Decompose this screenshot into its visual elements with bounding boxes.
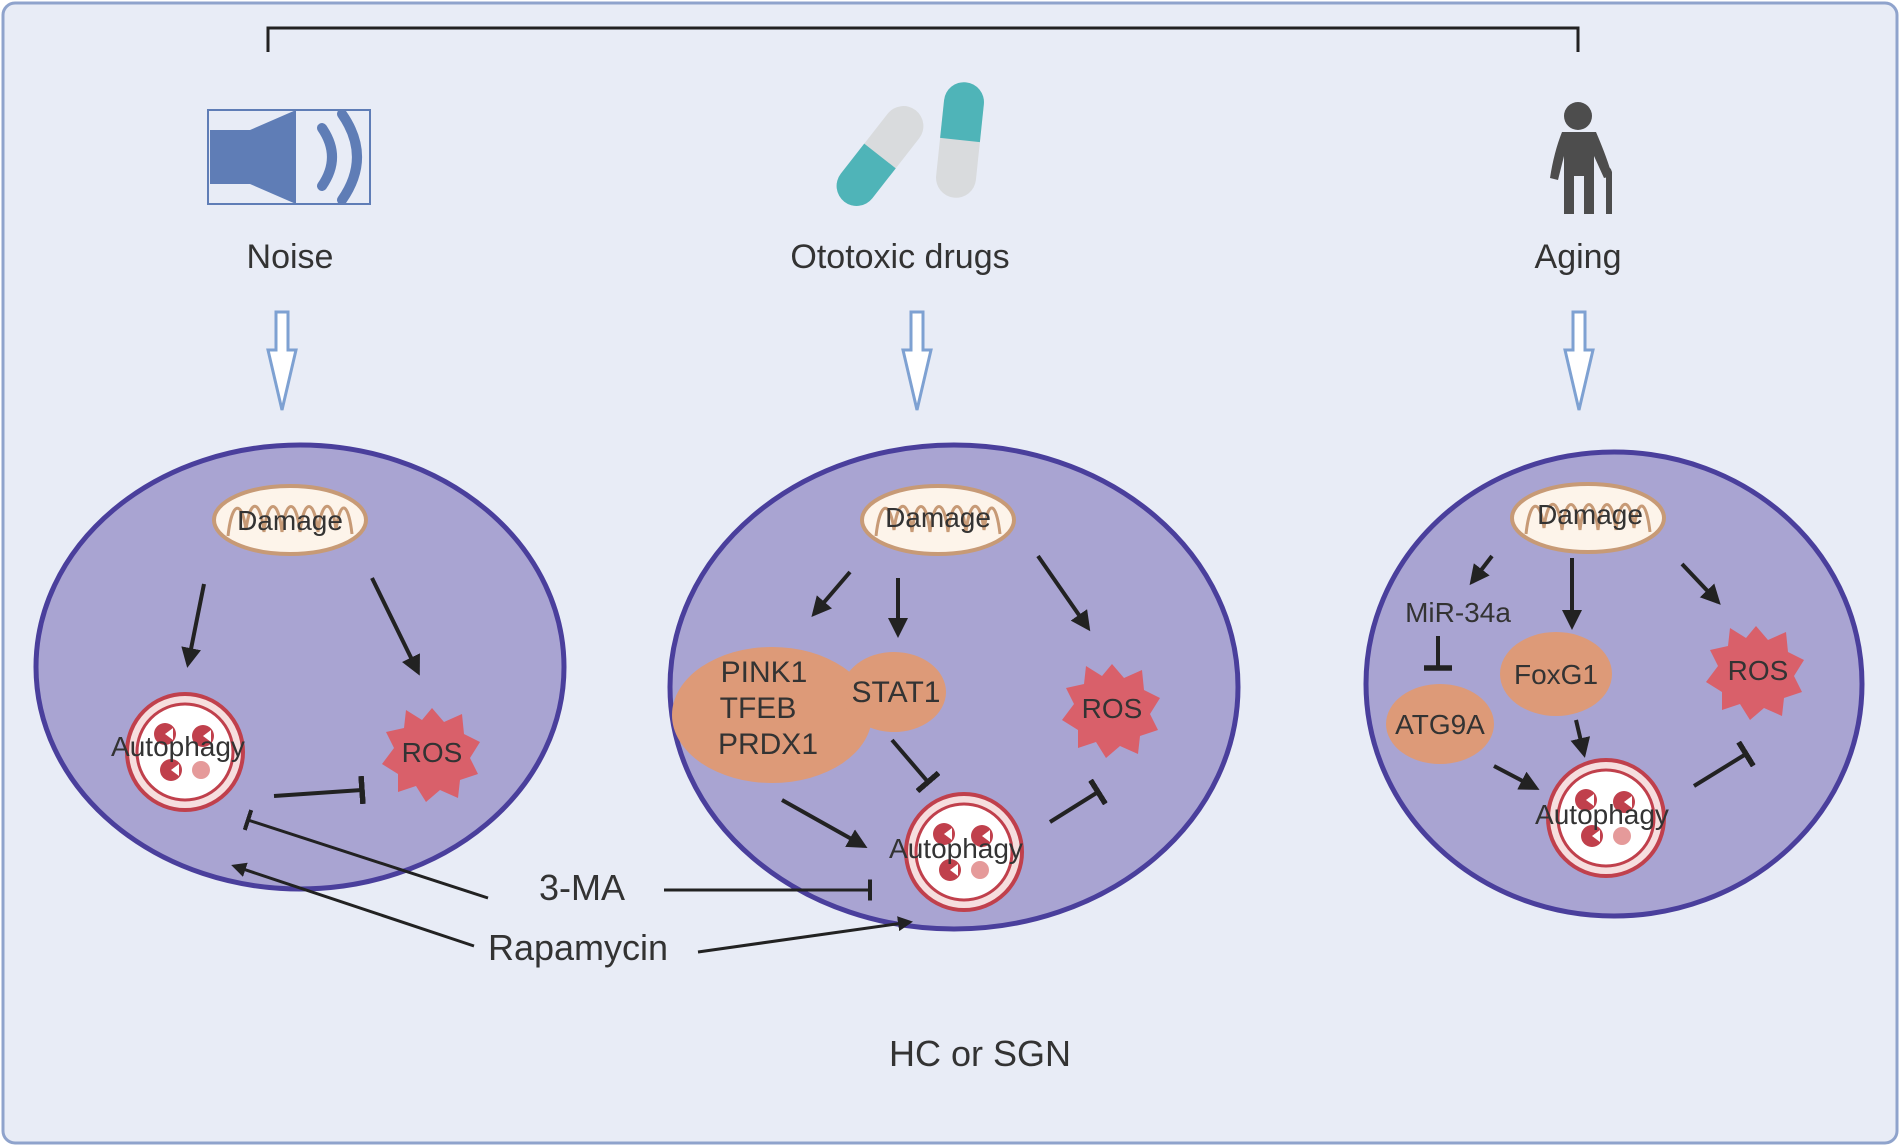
cell-type-label: HC or SGN: [889, 1033, 1071, 1074]
elderly-person-icon: [1550, 102, 1612, 214]
protein-node-atg9a: [1386, 684, 1494, 764]
inhibit-3ma-autophagy-1: [242, 809, 489, 900]
top-bracket: [266, 26, 1580, 52]
inhibit-stat1-autophagy: [890, 738, 941, 794]
drug-label-3ma: 3-MA: [539, 867, 625, 908]
cause-label-noise: Noise: [247, 238, 334, 276]
autophagy-label-1: Autophagy: [111, 731, 245, 762]
arrow-rapamycin-autophagy-2: [697, 916, 913, 954]
arrow-atg9a-autophagy: [1493, 764, 1540, 790]
arrow-rapamycin-autophagy-1: [231, 862, 475, 948]
damage-label-2: Damage: [885, 502, 991, 533]
autophagy-label-3: Autophagy: [1535, 799, 1669, 830]
arrow-pink1-autophagy: [781, 798, 868, 848]
tfeb-label: TFEB: [720, 692, 797, 725]
ros-label-1: ROS: [402, 737, 463, 768]
cell-ototoxic-drugs: [667, 442, 1241, 932]
arrow-damage-ros-3: [1680, 562, 1721, 605]
arrow-damage-pink1: [811, 570, 852, 618]
ros-label-2: ROS: [1082, 693, 1143, 724]
mir34a-label: MiR-34a: [1405, 597, 1511, 628]
hollow-arrow-noise: [266, 310, 298, 411]
arrow-damage-mir34a: [1469, 554, 1494, 586]
speaker-icon: [207, 109, 371, 205]
damage-label-1: Damage: [237, 505, 343, 536]
pill-capsules-icon: [836, 82, 984, 206]
atg9a-label: ATG9A: [1395, 709, 1485, 740]
prdx1-label: PRDX1: [718, 728, 818, 761]
hollow-arrow-drugs: [901, 310, 933, 411]
stat1-label: STAT1: [852, 676, 941, 709]
foxg1-label: FoxG1: [1514, 659, 1598, 690]
arrow-damage-ros-2: [1036, 554, 1091, 632]
protein-node-foxg1: [1500, 632, 1612, 716]
arrow-foxg1-autophagy: [1570, 719, 1591, 758]
arrow-damage-autophagy-1: [181, 583, 206, 668]
protein-node-pink1-tfeb-prdx1: [672, 647, 872, 783]
pink1-label: PINK1: [721, 656, 808, 689]
cause-label-aging: Aging: [1535, 238, 1622, 276]
inhibit-autophagy-ros-3: [1692, 740, 1756, 788]
autophagy-label-2: Autophagy: [889, 833, 1023, 864]
ros-label-3: ROS: [1728, 655, 1789, 686]
drug-label-rapamycin: Rapamycin: [488, 927, 668, 968]
cell-aging: [1363, 449, 1865, 919]
cause-label-ototoxic-drugs: Ototoxic drugs: [790, 238, 1009, 276]
arrow-damage-ros-1: [370, 577, 420, 676]
protein-node-stat1: [842, 652, 946, 732]
hollow-arrow-aging: [1563, 310, 1595, 411]
inhibit-autophagy-ros-1: [273, 775, 366, 805]
inhibit-autophagy-ros-2: [1048, 778, 1108, 824]
damage-label-3: Damage: [1537, 499, 1643, 530]
